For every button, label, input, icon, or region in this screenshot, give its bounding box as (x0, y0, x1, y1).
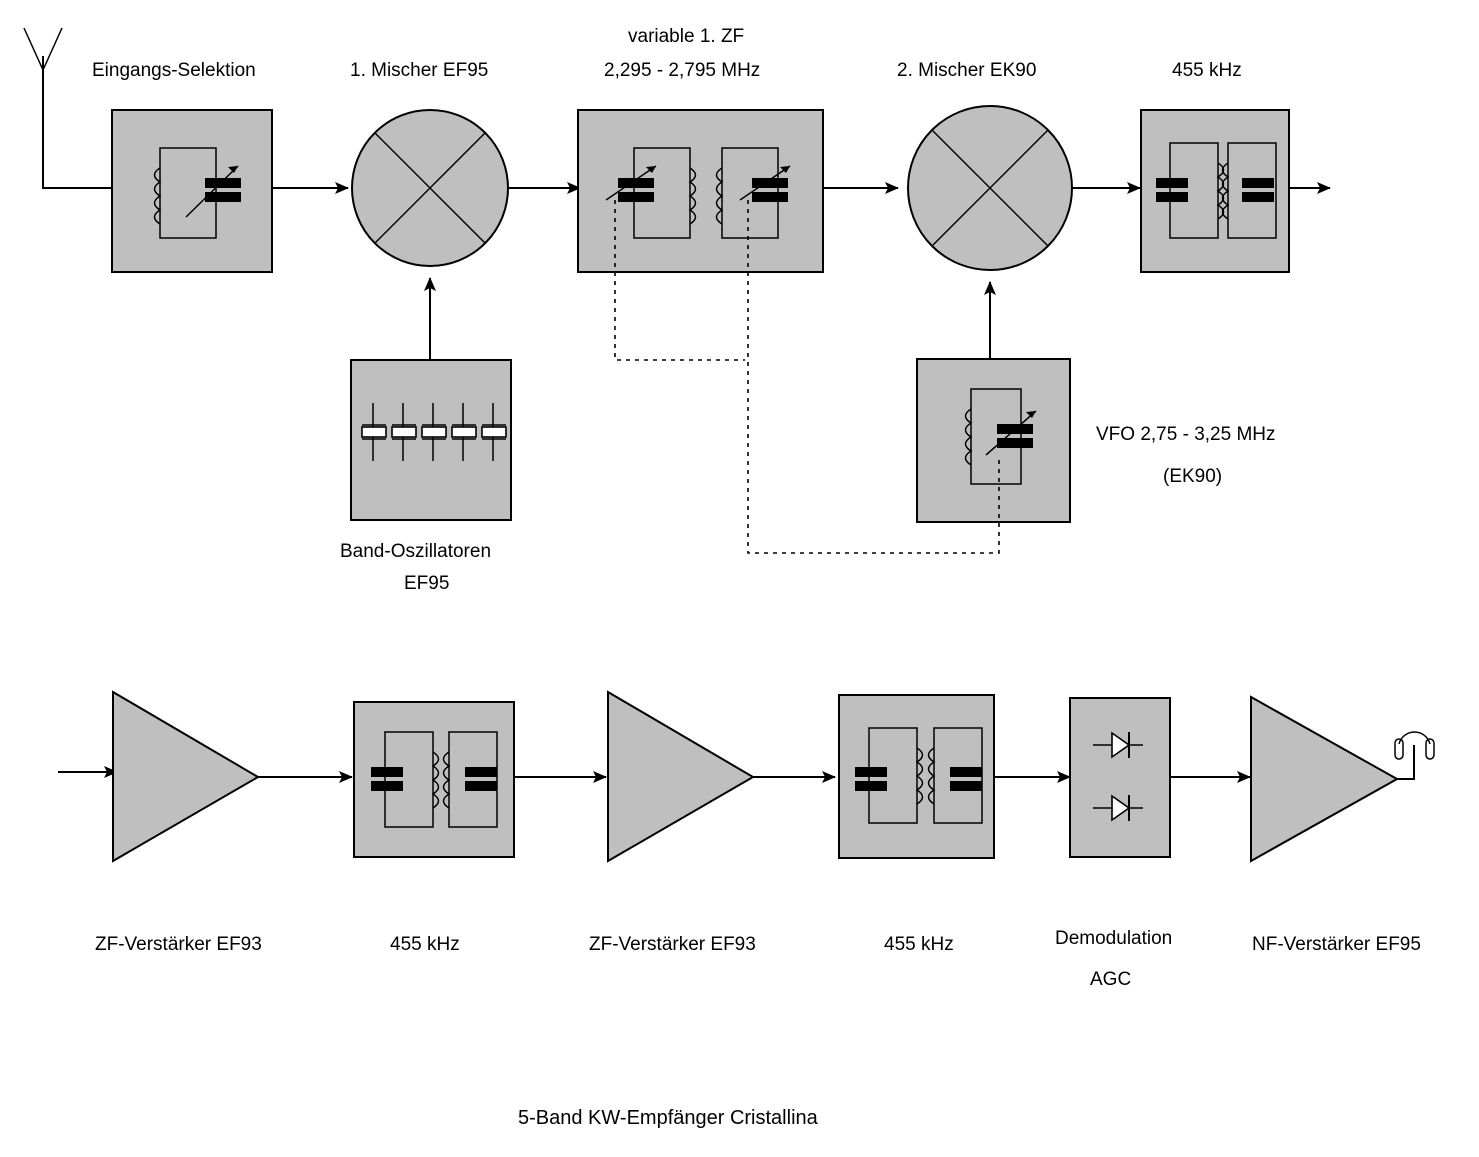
label-zf-verstaerker-2: ZF-Verstärker EF93 (589, 934, 756, 955)
label-band-oszillatoren-line1: Band-Oszillatoren (340, 541, 491, 562)
label-eingangs-selektion: Eingangs-Selektion (92, 60, 256, 81)
label-nf-verstaerker: NF-Verstärker EF95 (1252, 934, 1421, 955)
label-mischer-1: 1. Mischer EF95 (350, 60, 488, 81)
label-band-oszillatoren-line2: EF95 (404, 573, 449, 594)
variable-capacitor-icon (185, 165, 241, 218)
diode-icon-2 (1093, 794, 1143, 822)
label-mischer-2: 2. Mischer EK90 (897, 60, 1036, 81)
headphone-icon (1394, 731, 1435, 780)
label-zf-verstaerker-1: ZF-Verstärker EF93 (95, 934, 262, 955)
variable-capacitor-icon-vfo (985, 410, 1037, 456)
quartz-crystal-icon-4 (451, 403, 477, 461)
block-demodulation[interactable] (1069, 697, 1171, 858)
ganging-line-right (747, 200, 1000, 554)
variable-capacitor-icon-right (739, 165, 791, 202)
mixer-1[interactable] (351, 109, 509, 267)
ganging-line-left (614, 200, 745, 361)
quartz-crystal-icon-2 (391, 403, 417, 461)
quartz-crystal-icon-5 (481, 403, 507, 461)
block-if-455-b[interactable] (838, 694, 995, 859)
label-vfo-line1: VFO 2,75 - 3,25 MHz (1096, 424, 1276, 445)
quartz-crystal-icon-1 (361, 403, 387, 461)
label-455khz-a: 455 kHz (390, 934, 460, 955)
amplifier-if-1[interactable] (112, 690, 260, 863)
amplifier-af[interactable] (1250, 695, 1400, 863)
label-variable-zf-line2: 2,295 - 2,795 MHz (604, 60, 760, 81)
label-demodulation-line1: Demodulation (1055, 928, 1172, 949)
variable-capacitor-icon-left (605, 165, 657, 202)
label-variable-zf-line1: variable 1. ZF (628, 26, 744, 47)
mixer-2[interactable] (907, 105, 1073, 271)
block-band-oscillators[interactable] (350, 359, 512, 521)
diagram-title: 5-Band KW-Empfänger Cristallina (518, 1107, 819, 1129)
block-variable-if[interactable] (577, 109, 824, 273)
block-if-455-top[interactable] (1140, 109, 1290, 273)
antenna-icon (23, 27, 112, 189)
block-input-selection[interactable] (111, 109, 273, 273)
quartz-crystal-icon-3 (421, 403, 447, 461)
block-if-455-a[interactable] (353, 701, 515, 858)
label-vfo-line2: (EK90) (1163, 466, 1222, 487)
diode-icon-1 (1093, 731, 1143, 759)
label-455khz-b: 455 kHz (884, 934, 954, 955)
label-455khz-top: 455 kHz (1172, 60, 1242, 81)
amplifier-if-2[interactable] (607, 690, 755, 863)
block-vfo[interactable] (916, 358, 1071, 523)
label-agc: AGC (1090, 969, 1131, 990)
